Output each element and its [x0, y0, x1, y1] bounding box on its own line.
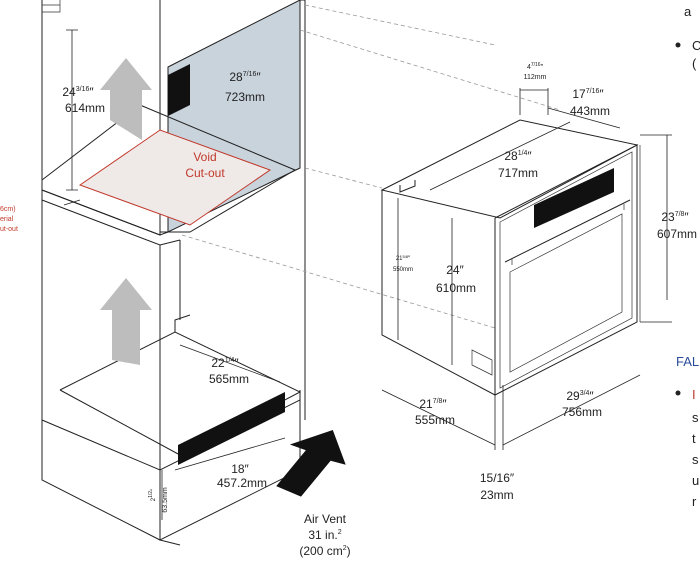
svg-text:(: (	[692, 56, 697, 71]
opening-width-dim: 287/16″ 723mm	[225, 70, 265, 104]
svg-text:217/8″: 217/8″	[419, 397, 447, 411]
side-height-dim: 215/8″ 550mm	[393, 198, 413, 340]
svg-text:18″: 18″	[231, 462, 249, 476]
svg-text:ut-out: ut-out	[0, 226, 18, 233]
air-vent-arrow	[276, 429, 346, 497]
svg-text:112mm: 112mm	[524, 74, 547, 81]
front-height-dim: 237/8″ 607mm	[640, 134, 697, 323]
svg-text:293/4″: 293/4″	[566, 389, 594, 403]
svg-text:756mm: 756mm	[562, 405, 602, 419]
svg-text:u: u	[692, 473, 699, 488]
svg-text:Cut-out: Cut-out	[185, 166, 225, 180]
airflow-up-arrow-lower	[100, 278, 152, 365]
svg-text:63.5mm: 63.5mm	[162, 487, 169, 512]
svg-text:(200 cm2): (200 cm2)	[299, 544, 350, 558]
depth-bottom-dim: 217/8″ 555mm	[381, 389, 496, 446]
body-height-dim: 24″ 610mm	[436, 218, 476, 365]
svg-text:614mm: 614mm	[65, 101, 105, 115]
svg-text:24″: 24″	[446, 263, 464, 277]
svg-text:555mm: 555mm	[415, 413, 455, 427]
svg-text:723mm: 723mm	[225, 90, 265, 104]
svg-text:243/16″: 243/16″	[62, 85, 94, 99]
oven-drawing	[380, 119, 641, 396]
airflow-up-arrow-upper	[100, 58, 152, 140]
svg-text:717mm: 717mm	[498, 166, 538, 180]
svg-text:15/16″: 15/16″	[480, 471, 515, 485]
body-width-dim: 281/4″ 717mm	[429, 121, 571, 191]
flange-dim: 47/16″ 112mm	[519, 62, 549, 115]
svg-text:Air Vent: Air Vent	[304, 512, 347, 526]
svg-text:457.2mm: 457.2mm	[217, 476, 267, 490]
svg-text:237/8″: 237/8″	[661, 210, 689, 224]
svg-text:215/8″: 215/8″	[396, 254, 411, 262]
upper-height-dim: 243/16″ 614mm	[62, 85, 105, 115]
left-note: 6cm) erial ut-out	[0, 206, 18, 233]
vent-width-dim: 18″ 457.2mm	[174, 437, 286, 490]
oven-control-panel	[534, 168, 614, 228]
svg-text:t: t	[692, 431, 696, 446]
vent-slot	[178, 392, 285, 465]
svg-text:a: a	[684, 4, 692, 19]
air-vent-label: Air Vent 31 in.2 (200 cm2)	[299, 512, 350, 558]
svg-text:s: s	[692, 410, 699, 425]
vent-height-dim: 21/2″ 63.5mm	[148, 470, 169, 520]
cabinet-drawing	[41, 0, 561, 546]
svg-text:23mm: 23mm	[480, 488, 513, 502]
door-thickness-dim: 15/16″ 23mm	[480, 385, 515, 502]
side-heading: FAL	[676, 354, 699, 369]
svg-text:443mm: 443mm	[570, 104, 610, 118]
svg-text:610mm: 610mm	[436, 281, 476, 295]
svg-text:31 in.2: 31 in.2	[308, 528, 341, 542]
svg-text:607mm: 607mm	[657, 227, 697, 241]
svg-text:550mm: 550mm	[393, 267, 413, 273]
opening-slot	[168, 64, 190, 116]
svg-text:I: I	[692, 387, 696, 402]
void-outline	[78, 129, 272, 226]
svg-text:Void: Void	[193, 150, 216, 164]
svg-text:565mm: 565mm	[209, 372, 249, 386]
depth-top-dim: 177/16″ 443mm	[547, 87, 621, 129]
svg-text:6cm): 6cm)	[0, 206, 16, 213]
svg-text:C: C	[692, 38, 700, 53]
void-label: Void Cut-out	[185, 150, 225, 180]
svg-text:s: s	[692, 452, 699, 467]
svg-text:r: r	[692, 494, 697, 509]
svg-text:47/16″: 47/16″	[527, 62, 544, 71]
front-width-dim: 293/4″ 756mm	[502, 374, 641, 446]
svg-text:287/16″: 287/16″	[229, 70, 261, 84]
svg-text:221/4″: 221/4″	[211, 356, 239, 370]
svg-text:177/16″: 177/16″	[572, 87, 604, 101]
lower-depth-dim: 221/4″ 565mm	[179, 344, 281, 386]
svg-text:281/4″: 281/4″	[504, 149, 532, 163]
side-text: a C ( FAL I s t s u r	[675, 4, 700, 509]
svg-text:erial: erial	[0, 216, 14, 223]
svg-text:21/2″: 21/2″	[148, 488, 157, 501]
